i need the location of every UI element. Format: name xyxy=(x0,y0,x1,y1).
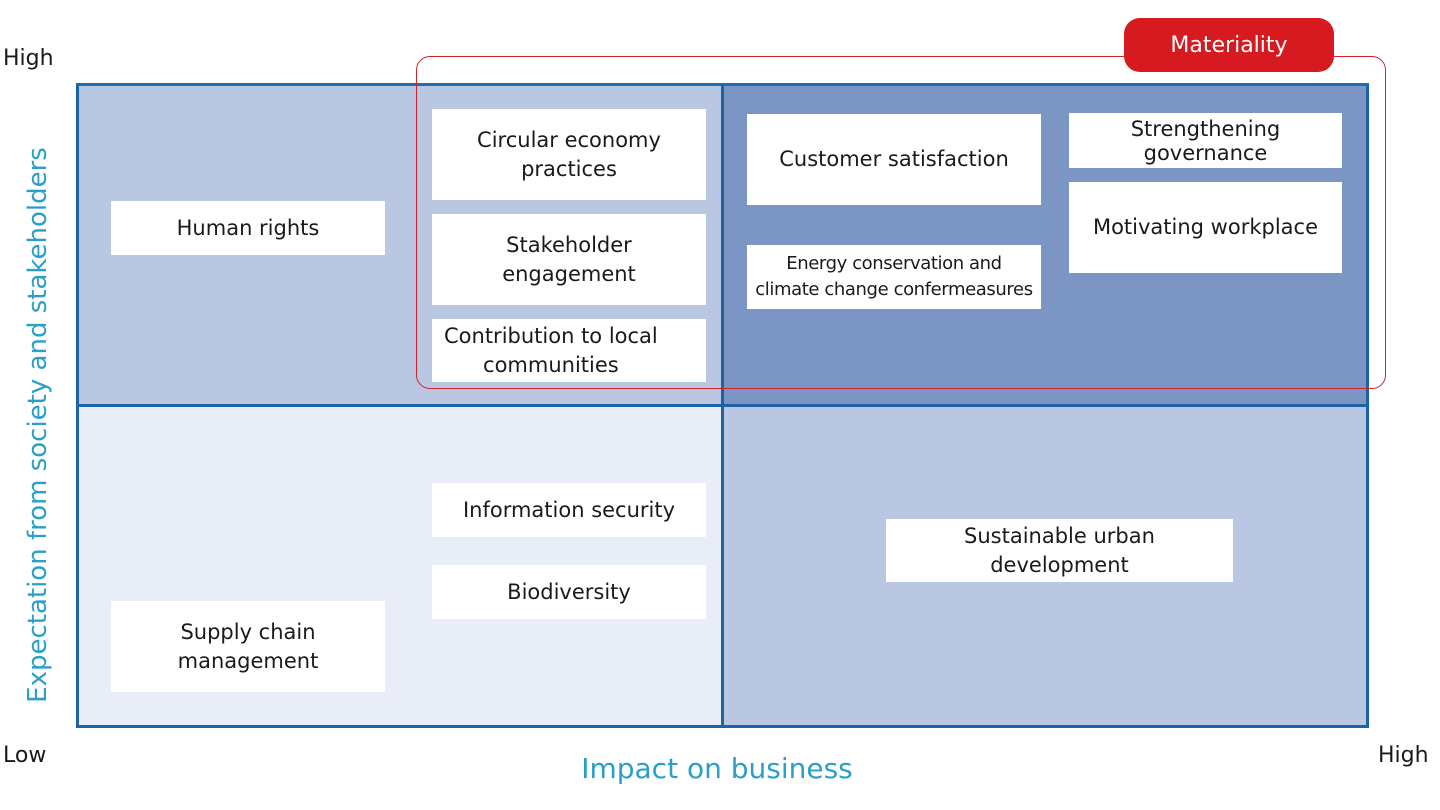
topic-motivating-workplace: Motivating workplace xyxy=(1069,182,1342,273)
x-axis-high-label: High xyxy=(1378,743,1429,768)
vertical-divider xyxy=(721,85,724,726)
x-axis-title: Impact on business xyxy=(581,752,853,785)
topic-human-rights: Human rights xyxy=(111,201,385,255)
materiality-outline xyxy=(416,56,1386,389)
topic-information-security: Information security xyxy=(432,483,706,537)
topic-customer-satisfaction: Customer satisfaction xyxy=(747,114,1041,205)
topic-stakeholder-engagement: Stakeholder engagement xyxy=(432,214,706,305)
topic-strengthening-governance: Strengthening governance xyxy=(1069,113,1342,168)
topic-local-communities: Contribution to local communities xyxy=(432,319,706,382)
topic-energy-conservation: Energy conservation and climate change c… xyxy=(747,245,1041,309)
y-axis-title-text: Expectation from society and stakeholder… xyxy=(23,147,53,703)
y-axis-low-label: Low xyxy=(3,743,47,768)
topic-urban-development: Sustainable urban development xyxy=(886,519,1233,582)
topic-biodiversity: Biodiversity xyxy=(432,565,706,619)
y-axis-high-label: High xyxy=(3,46,54,71)
topic-supply-chain: Supply chain management xyxy=(111,601,385,692)
topic-circular-economy: Circular economy practices xyxy=(432,109,706,200)
matrix-frame xyxy=(76,83,1369,728)
materiality-badge: Materiality xyxy=(1124,18,1334,72)
